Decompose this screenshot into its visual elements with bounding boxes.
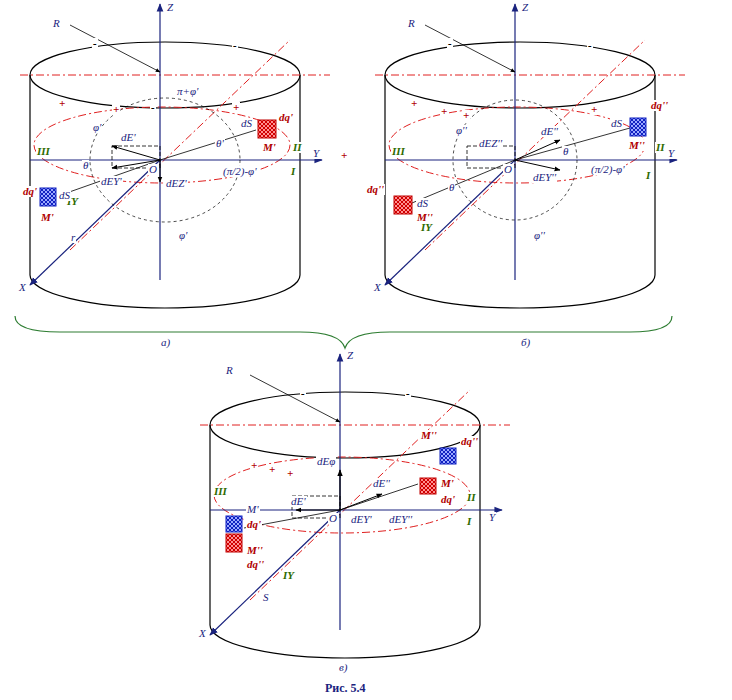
figure-label: θ	[562, 146, 569, 157]
figure-label: M''	[628, 140, 646, 151]
figure-label: -	[150, 102, 156, 113]
figure-label: dq''	[460, 436, 479, 447]
figure-label: Y	[488, 512, 496, 523]
figure-label: -	[405, 388, 411, 399]
figure-label: dq'	[22, 186, 38, 197]
figure-label: IY	[420, 222, 433, 233]
figure-label: II	[466, 492, 477, 503]
figure-label: φ'	[178, 230, 188, 241]
figure-label: dq'	[440, 494, 456, 505]
figure-label: (π/2)-φ'	[590, 164, 626, 175]
figure-caption: Рис. 5.4	[325, 682, 366, 694]
figure-label: III	[391, 146, 406, 157]
figure-label: +	[340, 150, 348, 161]
figure-label: Z	[346, 350, 354, 361]
figure-label: M'	[246, 504, 260, 515]
figure-label: X	[373, 282, 382, 293]
figure-label: R	[52, 18, 61, 29]
figure-label: dEφ	[316, 456, 336, 467]
figure-label: -	[92, 38, 98, 49]
figure-label: S	[262, 592, 270, 603]
figure-label: dq''	[246, 559, 265, 570]
figure-label: θ'	[215, 138, 225, 149]
figure-label: dq'	[246, 519, 262, 530]
figure-label: M'	[440, 478, 455, 489]
figure-label: dEZ''	[478, 138, 503, 149]
figure-label: dE'	[290, 496, 307, 507]
figure-label: dq'	[278, 112, 294, 123]
figure-label: +	[410, 98, 418, 109]
figure-label: (π/2)-φ'	[222, 166, 258, 177]
figure-label: в)	[338, 662, 348, 673]
figure-label: dS	[58, 190, 71, 201]
figure-label: Y	[667, 148, 675, 159]
figure-label: +	[112, 104, 120, 115]
figure-label: dE''	[540, 126, 559, 137]
figure-label: M''	[246, 545, 264, 556]
figure-label: dS	[610, 118, 623, 129]
figure-label: +	[286, 468, 294, 479]
figure-label: I	[466, 516, 472, 527]
figure-label: φ''	[455, 125, 468, 136]
figure-label: dEZ'	[165, 178, 188, 189]
figure-label: R	[407, 18, 416, 29]
figure-label: M'	[262, 142, 277, 153]
figure-label: dq''	[650, 100, 669, 111]
figure-label: X	[18, 282, 27, 293]
figure-label: I	[290, 166, 296, 177]
figure-label: φ''	[533, 230, 546, 241]
figure-label: M'	[40, 212, 55, 223]
figure-label: r	[70, 232, 76, 243]
figure-label: O	[503, 164, 513, 175]
figure-label: X	[198, 628, 207, 639]
figure-label: φ'	[92, 122, 102, 133]
figure-label: +	[440, 106, 448, 117]
figure-label: +	[268, 464, 276, 475]
figure-label: π+φ'	[176, 86, 199, 97]
figure-label: -	[447, 38, 453, 49]
figure-label: θ	[448, 182, 455, 193]
figure-label: +	[462, 110, 470, 121]
figure-label: I	[645, 170, 651, 181]
figure-label: -	[300, 388, 306, 399]
figure-label: II	[292, 142, 303, 153]
figure-label: R	[225, 365, 234, 376]
figure-label: O	[148, 164, 158, 175]
figure-label: M''	[420, 430, 438, 441]
figure-label: dE'	[120, 132, 137, 143]
figure-label: III	[213, 486, 228, 497]
figure-label: dEY''	[388, 514, 413, 525]
figure-label: II	[655, 142, 666, 153]
figure-label: dEY'	[350, 514, 373, 525]
figure-label: dS	[416, 198, 429, 209]
figure-label: +	[232, 102, 240, 113]
figure-label: θ	[82, 160, 89, 171]
figure-label: Z	[166, 2, 174, 13]
figure-label: III	[36, 146, 51, 157]
figure-label: а)	[160, 337, 171, 348]
figure-label: +	[250, 460, 258, 471]
figure-label: +	[58, 98, 66, 109]
figure-label: dEY'	[100, 176, 123, 187]
figure-label: IY	[282, 570, 295, 581]
figure-label: dS	[240, 118, 253, 129]
figure-label: +	[590, 104, 598, 115]
figure-label: dEY''	[532, 172, 557, 183]
figure-label: M''	[416, 212, 434, 223]
figure-label: -	[587, 40, 593, 51]
figure-label: б)	[520, 337, 531, 348]
figure-label: dE''	[372, 478, 391, 489]
figure-label: Y	[312, 148, 320, 159]
figure-label: -	[232, 40, 238, 51]
figure-label: dq''	[366, 184, 385, 195]
figure-label: O	[328, 513, 338, 524]
figure-label: Z	[521, 2, 529, 13]
